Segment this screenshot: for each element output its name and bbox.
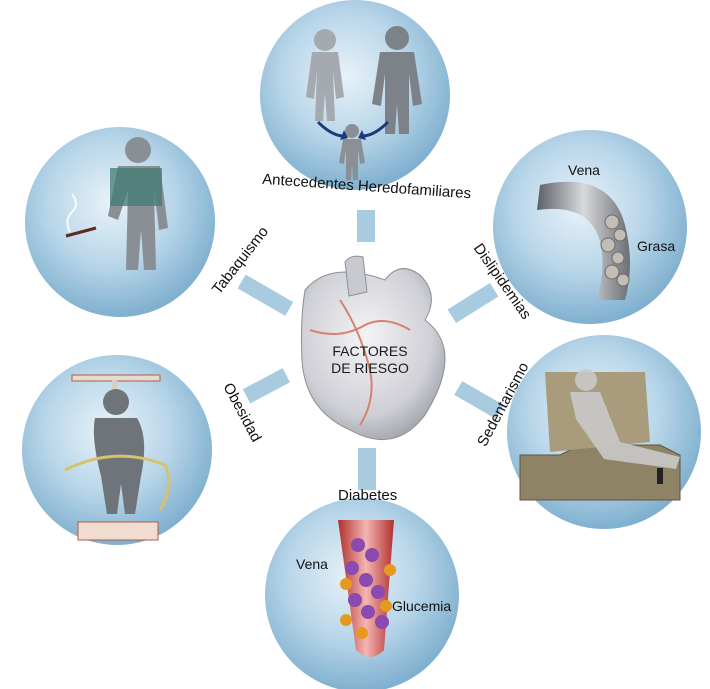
connector-diabetes [358,448,376,490]
annotation-diabetes-glucemia: Glucemia [392,598,451,614]
label-diabetes: Diabetes [338,487,397,504]
scale-base-icon [78,522,158,540]
circle-heredofamiliares [260,0,450,190]
center-title-line1: FACTORES [315,343,425,360]
annotation-dislipidemias-vena: Vena [568,162,600,178]
circle-sedentarismo [507,335,701,529]
circle-tabaquismo [25,127,215,317]
circle-obesidad [22,355,212,545]
annotation-dislipidemias-grasa: Grasa [637,238,675,254]
connector-obesidad [243,368,290,403]
annotation-diabetes-vena: Vena [296,556,328,572]
connector-heredofamiliares [357,210,375,242]
circle-diabetes [265,498,459,689]
lungs-icon [110,168,162,206]
connector-dislipidemias [448,283,499,323]
center-title: FACTORES DE RIESGO [315,343,425,377]
aorta-icon [345,256,367,296]
connector-tabaquismo [238,275,294,316]
center-title-line2: DE RIESGO [315,360,425,377]
chair-slot-icon [657,468,663,484]
